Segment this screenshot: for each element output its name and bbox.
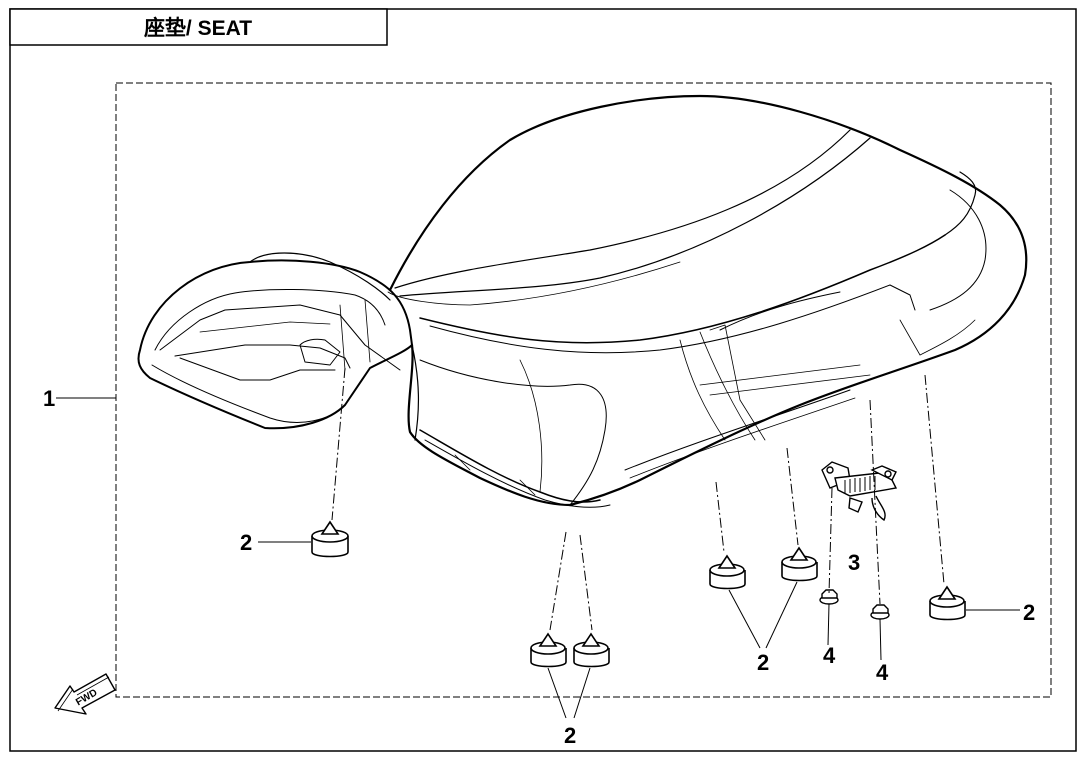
rubber-bumper-bottom-1 [530, 632, 567, 668]
callout-nut-right: 4 [876, 660, 889, 685]
assembly-center-lines [331, 367, 945, 631]
seat-illustration [137, 94, 1028, 508]
title-box: 座垫/ SEAT [9, 8, 388, 46]
rubber-bumper-right [929, 585, 966, 621]
rubber-bumper-left [311, 520, 349, 558]
callout-nut-left: 4 [823, 643, 836, 668]
page-title: 座垫/ SEAT [144, 16, 252, 40]
seat-latch [821, 461, 898, 522]
callout-bumper-bottom-left: 2 [564, 723, 576, 748]
seat-body-outline [388, 94, 1028, 507]
callout-latch: 3 [848, 550, 860, 575]
callout-bumper-right: 2 [1023, 600, 1035, 625]
flange-nut-right [870, 604, 890, 620]
forward-arrow-icon: FWD [54, 673, 116, 715]
rubber-bumper-bottom-2 [573, 632, 610, 668]
callout-bumper-left: 2 [240, 530, 252, 555]
callout-bumper-bottom-center: 2 [757, 650, 769, 675]
rubber-bumper-center-2 [781, 546, 818, 582]
callout-seat: 1 [43, 386, 55, 411]
assembly-boundary [115, 82, 1052, 698]
leader-lines [56, 397, 1020, 719]
seat-front-tray [137, 259, 413, 430]
rubber-bumper-center-1 [709, 554, 746, 590]
outer-frame [9, 8, 1077, 752]
